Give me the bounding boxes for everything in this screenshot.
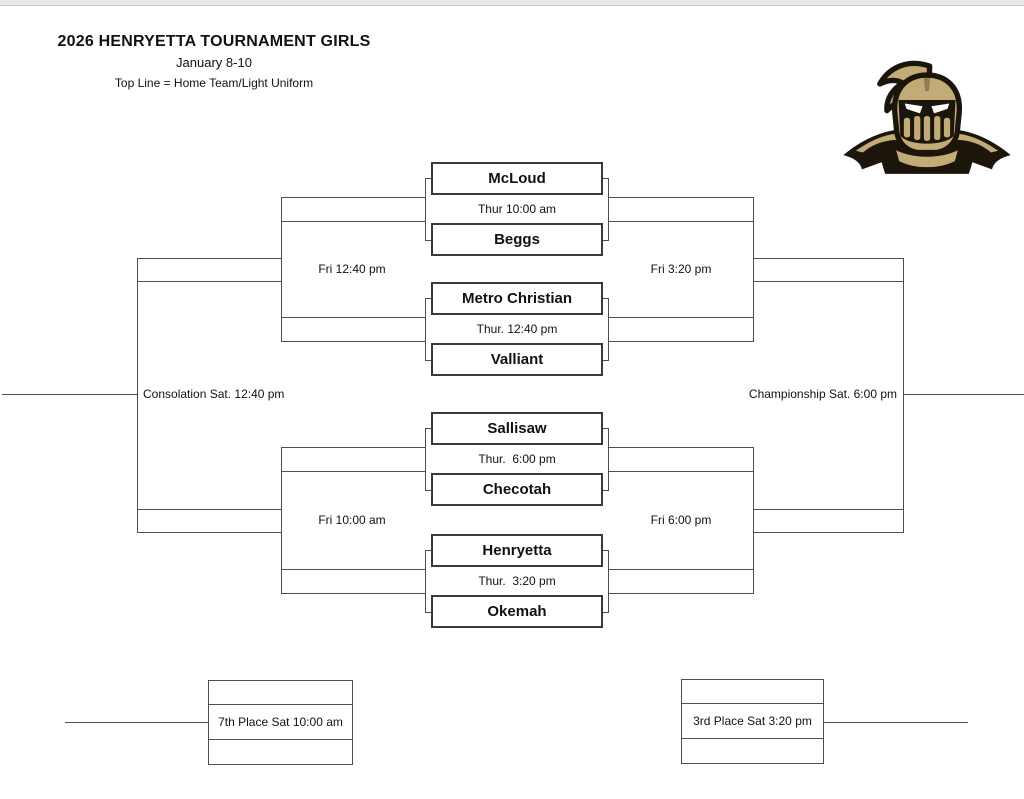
third-place-label: 3rd Place Sat 3:20 pm (682, 704, 823, 739)
tournament-title: 2026 HENRYETTA TOURNAMENT GIRLS (57, 33, 371, 50)
game-time-4: Thur. 3:20 pm (478, 574, 556, 588)
label-winners-semi-top: Fri 3:20 pm (650, 262, 712, 276)
team-box-sallisaw: Sallisaw (431, 412, 603, 445)
game-time-1: Thur 10:00 am (477, 202, 557, 216)
team-box-beggs: Beggs (431, 223, 603, 256)
label-consolation-semi-bottom: Fri 10:00 am (318, 513, 386, 527)
label-championship-final: Championship Sat. 6:00 pm (748, 387, 897, 401)
seventh-place-label: 7th Place Sat 10:00 am (209, 705, 352, 740)
team-box-checotah: Checotah (431, 473, 603, 506)
game-time-2: Thur. 12:40 pm (476, 322, 558, 336)
window-edge-strip (0, 0, 1024, 6)
seventh-place-top-slot (209, 681, 352, 705)
team-box-okemah: Okemah (431, 595, 603, 628)
game-time-3: Thur. 6:00 pm (478, 452, 556, 466)
team-box-henryetta: Henryetta (431, 534, 603, 567)
third-place-bottom-slot (682, 739, 823, 762)
third-place-box: 3rd Place Sat 3:20 pm (681, 679, 824, 764)
team-box-metro-christian: Metro Christian (431, 282, 603, 315)
seventh-place-box: 7th Place Sat 10:00 am (208, 680, 353, 765)
label-consolation-semi-top: Fri 12:40 pm (318, 262, 386, 276)
team-box-mcloud: McLoud (431, 162, 603, 195)
tournament-dates: January 8-10 (176, 55, 252, 70)
team-box-valliant: Valliant (431, 343, 603, 376)
label-consolation-final: Consolation Sat. 12:40 pm (143, 387, 285, 401)
seventh-place-bottom-slot (209, 740, 352, 763)
third-place-top-slot (682, 680, 823, 704)
knight-mascot-logo (838, 56, 1016, 176)
tournament-header: 2026 HENRYETTA TOURNAMENT GIRLS January … (28, 32, 400, 91)
label-winners-semi-bottom: Fri 6:00 pm (650, 513, 712, 527)
uniform-note: Top Line = Home Team/Light Uniform (114, 76, 314, 90)
